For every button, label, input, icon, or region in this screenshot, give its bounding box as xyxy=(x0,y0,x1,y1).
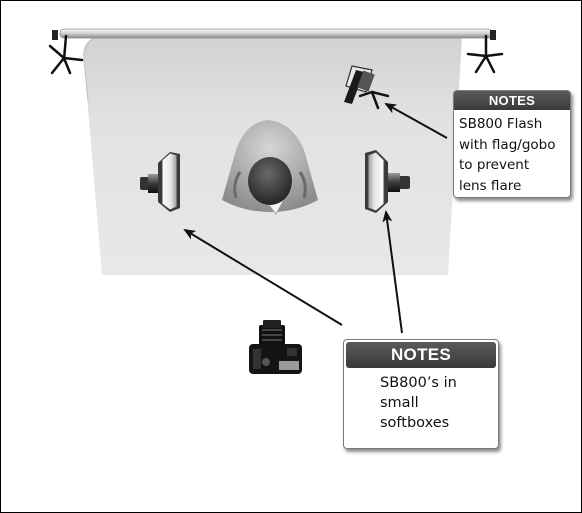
softbox-icon xyxy=(140,152,180,212)
softbox-icon xyxy=(365,150,410,213)
notes-body: SB800’s in small softboxes xyxy=(380,375,457,431)
arrow-to-top-flash xyxy=(384,103,448,139)
light-stand-icon xyxy=(48,30,84,75)
arrow-to-left-softbox xyxy=(183,228,343,326)
notes-callout-softboxes: NOTES SB800’s in small softboxes xyxy=(343,339,499,449)
notes-header: NOTES xyxy=(346,342,496,368)
camera-icon xyxy=(249,320,302,374)
arrow-to-right-softbox xyxy=(382,210,403,334)
notes-header: NOTES xyxy=(454,91,570,110)
pointer-arrows xyxy=(183,103,448,334)
subject-icon xyxy=(222,120,318,215)
notes-body: SB800 Flash with flag/gobo to prevent le… xyxy=(459,116,556,194)
flash-icon xyxy=(344,65,390,110)
light-stand-icon xyxy=(466,30,504,74)
notes-callout-flash: NOTES SB800 Flash with flag/gobo to prev… xyxy=(453,90,571,198)
